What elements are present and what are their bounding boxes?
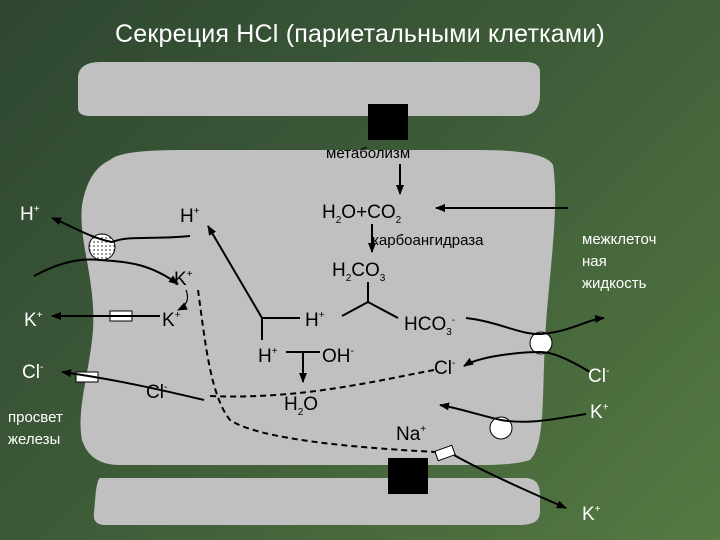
species-k-blood-upper: K+ (590, 402, 609, 423)
species-h2o: H2O (284, 394, 318, 418)
parietal-cell (80, 150, 556, 465)
species-h2co3: H2CO3 (332, 260, 386, 284)
species-oh: OH- (322, 346, 354, 367)
species-h-cell: H+ (180, 206, 200, 227)
species-h-from-h2co3: H+ (305, 310, 325, 331)
reaction-h2o-co2: H2O+CO2 (322, 202, 402, 226)
label-lumen-2: железы (8, 431, 60, 448)
species-na-cell: Na+ (396, 424, 426, 445)
species-k-blood-lower: K+ (582, 504, 601, 525)
label-lumen-1: просвет (8, 409, 63, 426)
species-hco3: HCO3- (404, 314, 455, 338)
label-interstitial-3: жидкость (582, 275, 647, 292)
na-k-atpase (489, 416, 513, 440)
h-k-atpase-pump (88, 233, 116, 261)
k-leak-channel (434, 444, 456, 462)
species-k-cell-upper: K+ (174, 269, 193, 290)
species-k-cell-mid: K+ (162, 310, 181, 331)
species-cl-lumen: Cl- (22, 362, 43, 383)
top-neighbor-cell (78, 62, 540, 116)
tight-junction-bottom (388, 458, 428, 494)
species-cl-cell-right: Cl- (434, 358, 455, 379)
page-title: Секреция HCl (париетальными клетками) (115, 20, 605, 48)
cl-hco3-exchanger (529, 331, 553, 355)
species-h-water: H+ (258, 346, 278, 367)
label-interstitial-1: межклеточ (582, 231, 656, 248)
species-cl-blood: Cl- (588, 366, 609, 387)
species-cl-cell-left: Cl- (146, 382, 167, 403)
tight-junction-top (368, 104, 408, 140)
bottom-neighbor-cell (93, 478, 540, 525)
label-interstitial-2: ная (582, 253, 607, 270)
species-h-lumen: H+ (20, 204, 40, 225)
label-metabolism: метаболизм (326, 145, 410, 162)
label-carbonic-anhydrase: карбоангидраза (372, 232, 484, 249)
species-k-lumen: K+ (24, 310, 43, 331)
